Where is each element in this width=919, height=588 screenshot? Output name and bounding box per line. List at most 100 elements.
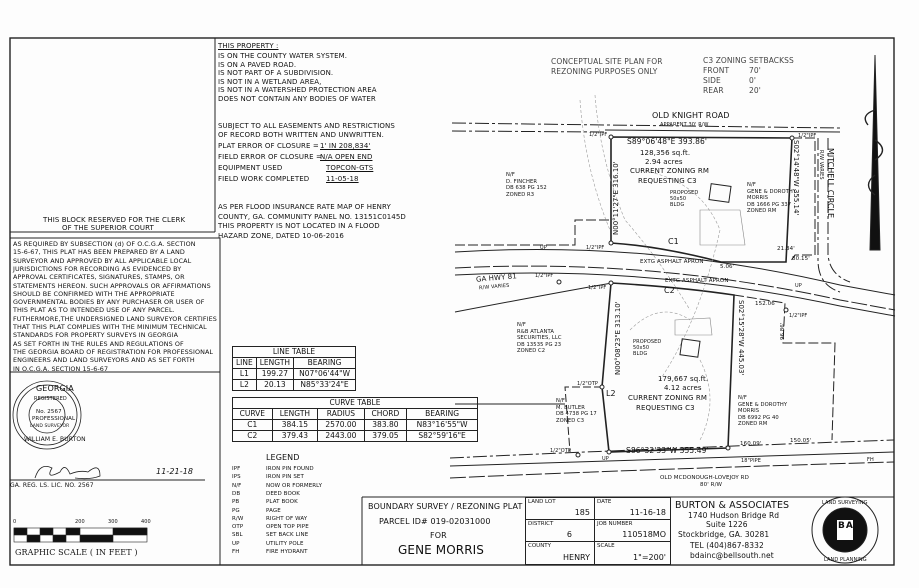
dim-21-34: 21.34'	[777, 246, 795, 252]
legend-title: LEGEND	[266, 453, 300, 462]
tract2-area: 179,667 sq.ft.	[658, 375, 709, 383]
seal-registered: REGISTERED	[34, 396, 67, 402]
legend-abbr: N/F	[232, 482, 242, 489]
old-mcdonough-road-rw: 80' R/W	[700, 482, 723, 488]
bldg-line: BLDG	[633, 351, 648, 357]
legend-meaning: UTILITY POLE	[266, 540, 304, 547]
clerk-block-line1: THIS BLOCK RESERVED FOR THE CLERK	[43, 216, 186, 224]
certification-line: AS REQUIRED BY SUBSECTION (d) OF O.C.G.A…	[13, 240, 196, 248]
tract1-north-bearing: S89°06'48"E 393.86'	[627, 137, 707, 146]
neighbor-morris-north: GENE & DOROTHY	[747, 188, 797, 195]
certification-line: THIS PLAT AS TO INTENDED USE OF ANY PARC…	[13, 306, 175, 315]
neighbor-fincher: ZONED R3	[506, 191, 535, 198]
old-knight-road-label: OLD KNIGHT ROAD	[652, 111, 730, 120]
surveyor-seal	[12, 380, 82, 450]
dim-96-86: 96.86'	[780, 322, 786, 340]
mitchell-circle-label: MITCHELL CIRCLE	[826, 148, 835, 218]
dim-150-05: 150.05'	[790, 438, 812, 444]
old-knight-road-edge	[604, 129, 841, 133]
legend-meaning: IRON PIN FOUND	[266, 466, 314, 472]
firm-address3: Stockbridge, GA. 30281	[678, 530, 770, 539]
line-l2-label: L2	[606, 389, 616, 398]
notes-heading: THIS PROPERTY :	[218, 42, 279, 50]
district-cell: DISTRICT 6	[525, 519, 595, 542]
curve-c1-label: C1	[668, 237, 679, 246]
neighbor-fincher: N/F	[506, 172, 515, 178]
neighbor-fincher: D. FINCHER	[506, 178, 538, 185]
cell: C2	[232, 430, 273, 442]
north-arrow-icon	[864, 54, 884, 251]
setback-label: SIDE	[703, 76, 721, 85]
field-value: N/A OPEN END	[320, 153, 373, 161]
field-label: PLAT ERROR OF CLOSURE =	[218, 142, 319, 150]
field-value: TOPCON-GTS	[326, 164, 374, 172]
job-number-value: 110518MO	[622, 530, 666, 539]
curve-table-header: BEARING	[406, 408, 478, 420]
bldg-line: PROPOSED	[633, 339, 662, 345]
certification-line: ENGINEERS AND LAND SURVEYORS AND AS SET …	[13, 356, 195, 365]
curve-table-header: CHORD	[363, 408, 408, 420]
cell: 2570.00	[317, 419, 365, 431]
tract1-east-bearing: S02°14'48"W 355.14'	[792, 140, 800, 216]
certification-line: FUTHERMORE,THE UNDERSIGNED LAND SURVEYOR…	[13, 314, 217, 323]
district-value: 6	[566, 530, 572, 539]
neighbor-rb-atlanta: N/F	[517, 322, 526, 328]
certification-line: 15-6-67, THIS PLAT HAS BEEN PREPARED BY …	[13, 248, 185, 257]
tract2-request: REQUESTING C3	[636, 404, 695, 412]
tract1-zoning: CURRENT ZONING RM	[630, 167, 709, 175]
notes-item: IS NOT PART OF A SUBDIVISION.	[218, 69, 334, 78]
curve-table-header: CURVE	[232, 408, 273, 420]
curve-table-header: RADIUS	[317, 408, 365, 420]
firm-phone: TEL (404)867-8332	[690, 541, 764, 550]
tract-1-proposed-building	[708, 183, 732, 203]
license-number: GA. REG. LS. LIC. NO. 2567	[10, 482, 94, 489]
morris-north-boundary	[789, 137, 816, 263]
certification-line: GOVERNMENTAL BODIES BY ANY PURCHASER OR …	[13, 298, 205, 307]
old-mcdonough-road-lines	[449, 439, 895, 479]
neighbor-morris-south: ZONED RM	[738, 421, 768, 427]
field-label: EQUIPMENT USED	[218, 164, 283, 172]
certification-line: SHOULD BE CONFIRMED WITH THE APPROPRIATE	[13, 289, 175, 298]
seal-land-surveyor: LAND SURVEYOR	[30, 424, 70, 429]
dim-160-09: 160.09'	[740, 441, 762, 447]
legend-meaning: FIRE HYDRANT	[266, 549, 308, 555]
utility-pole-label: UP	[540, 245, 547, 251]
date-value: 11-16-18	[629, 508, 666, 517]
firm-logo	[811, 496, 879, 564]
tract2-south-bearing: S86°32'33"W 355.49'	[626, 446, 709, 455]
field-label: FIELD WORK COMPLETED	[218, 175, 310, 183]
setback-value: 0'	[749, 76, 757, 85]
cell: 383.80	[363, 419, 408, 431]
field-label: FIELD ERROR OF CLOSURE =	[218, 153, 322, 161]
neighbor-morris-south: N/F	[738, 395, 747, 401]
flood-note-line: HAZARD ZONE, DATED 10-06-2016	[218, 231, 344, 240]
tract1-area: 128,356 sq.ft.	[640, 149, 691, 157]
scale-value: 1"=200'	[633, 553, 666, 562]
contour-lines	[579, 94, 721, 441]
tract2-acres: 4.12 acres	[664, 384, 702, 392]
graphic-scale-label: GRAPHIC SCALE ( IN FEET )	[15, 548, 138, 557]
logo-bottom-text: LAND PLANNING	[824, 557, 867, 563]
bldg-line: 50x50	[633, 345, 650, 351]
certification-line: THE GEORGIA BOARD OF REGISTRATION FOR PR…	[13, 347, 214, 356]
scale-cell: SCALE 1"=200'	[594, 541, 671, 565]
line-table-header: LENGTH	[255, 357, 295, 369]
flood-note-line: AS PER FLOOD INSURANCE RATE MAP OF HENRY	[218, 203, 391, 211]
apron-label-1: EXTG ASPHALT APRON	[640, 259, 704, 265]
neighbor-butler: M. BUTLER	[556, 404, 585, 411]
neighbor-butler: DB 4738 PG 17	[556, 411, 597, 417]
scale-label: SCALE	[597, 543, 615, 549]
field-value: 11-05-18	[326, 175, 359, 183]
district-label: DISTRICT	[528, 521, 554, 527]
neighbor-butler: ZONED C3	[556, 417, 585, 424]
cell: 379.43	[271, 430, 319, 442]
pipe-label: 18"PIPE	[741, 458, 762, 464]
field-value: 1' IN 208,834'	[320, 142, 371, 150]
